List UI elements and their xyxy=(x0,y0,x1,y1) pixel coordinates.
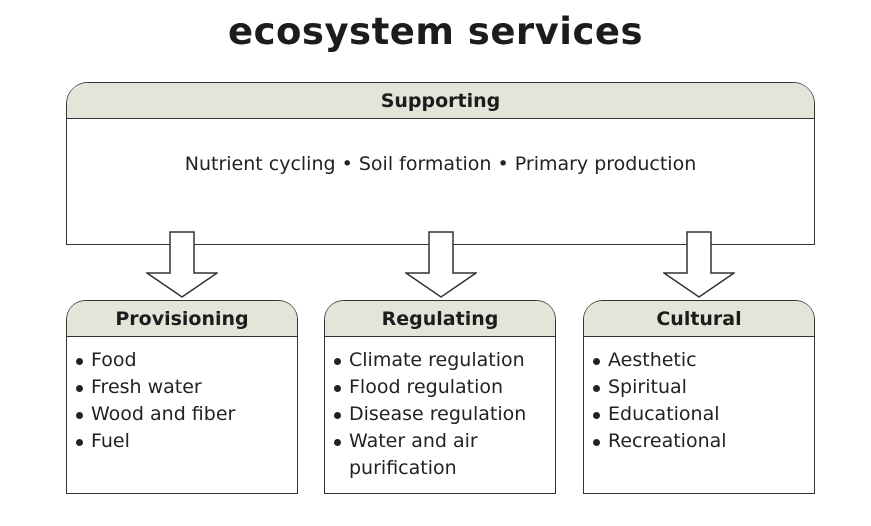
regulating-box: Regulating Climate regulation Flood regu… xyxy=(324,300,556,494)
list-item: Water and air purification xyxy=(334,428,555,482)
list-item: Spiritual xyxy=(593,374,814,401)
list-item: Educational xyxy=(593,401,814,428)
arrow-down-icon-regulating xyxy=(405,231,477,298)
arrow-down-icon-cultural xyxy=(663,231,735,298)
list-item: Recreational xyxy=(593,428,814,455)
supporting-services-list: Nutrient cycling • Soil formation • Prim… xyxy=(184,153,697,175)
supporting-box: Supporting Nutrient cycling • Soil forma… xyxy=(66,82,815,245)
cultural-list: Aesthetic Spiritual Educational Recreati… xyxy=(584,337,814,455)
list-item: Disease regulation xyxy=(334,401,555,428)
provisioning-box: Provisioning Food Fresh water Wood and f… xyxy=(66,300,298,494)
list-item: Wood and fiber xyxy=(76,401,297,428)
regulating-list: Climate regulation Flood regulation Dise… xyxy=(325,337,555,482)
regulating-header: Regulating xyxy=(325,301,555,337)
arrow-down-icon-provisioning xyxy=(146,231,218,298)
provisioning-header: Provisioning xyxy=(67,301,297,337)
supporting-header: Supporting xyxy=(67,83,814,119)
diagram-title: ecosystem services xyxy=(227,10,644,53)
list-item: Fuel xyxy=(76,428,297,455)
list-item: Flood regulation xyxy=(334,374,555,401)
list-item: Aesthetic xyxy=(593,347,814,374)
cultural-header: Cultural xyxy=(584,301,814,337)
cultural-box: Cultural Aesthetic Spiritual Educational… xyxy=(583,300,815,494)
list-item: Climate regulation xyxy=(334,347,555,374)
list-item: Fresh water xyxy=(76,374,297,401)
provisioning-list: Food Fresh water Wood and fiber Fuel xyxy=(67,337,297,455)
list-item: Food xyxy=(76,347,297,374)
